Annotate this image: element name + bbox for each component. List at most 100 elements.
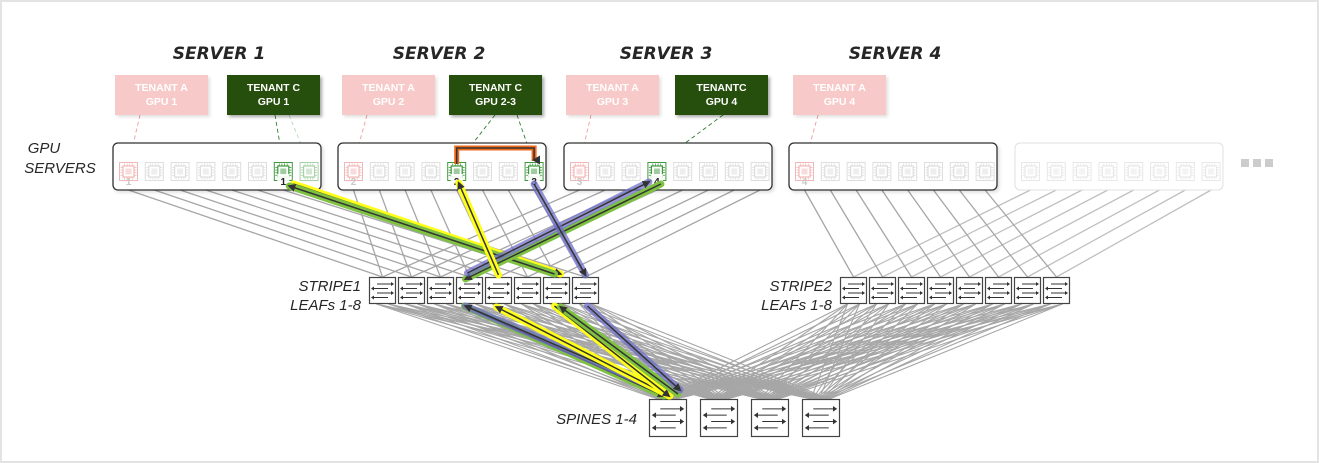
server-leaf-link — [829, 189, 884, 278]
switch-body — [699, 398, 739, 438]
switch-arrows-icon — [987, 282, 1010, 300]
gpu-chip-icon — [369, 162, 389, 181]
leaf-spine-link — [674, 303, 1034, 400]
switch-body — [801, 398, 841, 438]
stripe2-label-2: LEAFs 1-8 — [761, 297, 833, 314]
gpu-chip-icon — [395, 162, 415, 181]
spine-2 — [699, 398, 739, 438]
switch-body — [868, 276, 897, 305]
gpu-server-5 — [1014, 142, 1224, 191]
leaf-spine-link — [829, 303, 1063, 400]
tenant-box-bg — [449, 75, 542, 115]
leaf-spine-link — [775, 303, 1005, 400]
server-leaf-link — [378, 189, 413, 278]
gpu-chip-icon — [1021, 162, 1040, 181]
gpu-chip-icon — [222, 162, 242, 181]
leaf-spine-link — [533, 303, 725, 400]
switch-body — [750, 398, 790, 438]
tenant-box-bg — [342, 75, 435, 115]
switch-arrows-icon — [804, 406, 838, 431]
leaf-spine-link — [718, 303, 889, 400]
path-spine1-to-leaf7 — [557, 303, 682, 398]
gpu-chip-icon — [1175, 162, 1195, 181]
switch-arrows-icon — [900, 282, 923, 300]
switch-arrows-icon — [516, 282, 539, 300]
labels: GPU SERVERS STRIPE1 LEAFs 1-8 STRIPE2 LE… — [24, 140, 832, 428]
stripe1-label-1: STRIPE1 — [298, 278, 361, 295]
nvlink-path-gpu2-to-gpu3 — [454, 145, 541, 165]
gpu-chip-icon — [595, 162, 615, 181]
gpu-chip-icon — [949, 162, 969, 181]
leaf-spine-link — [663, 303, 964, 400]
gpu-chip-icon — [924, 162, 943, 181]
tenant-name: TENANT A — [135, 82, 188, 94]
gpu-chip-icon — [1201, 162, 1221, 181]
switch-body — [571, 276, 600, 305]
server-leaf-link — [154, 189, 412, 278]
gpu-chip-icon — [724, 162, 744, 181]
spine-3 — [750, 398, 790, 438]
leaf-spine-link — [388, 303, 667, 400]
gpu-chip-icon — [872, 162, 892, 181]
server-leaf-link — [1027, 189, 1186, 278]
switch-arrows-icon — [429, 282, 452, 300]
server-leaf-link — [128, 189, 383, 278]
leaf-spine-link — [724, 303, 1005, 400]
path-spine1-to-leaf5 — [493, 303, 674, 400]
leaf-spine-link — [667, 303, 889, 400]
gpu-server-2: 223 — [337, 142, 547, 191]
switch-arrows-icon — [1045, 282, 1068, 300]
leaf-spine-link — [665, 303, 860, 400]
server-chassis — [337, 142, 547, 191]
gpu-chip-icon — [846, 162, 866, 181]
gpu-chip-icon — [1072, 162, 1092, 181]
server-leaf-link — [231, 189, 499, 278]
tenant-name: TENANTC — [696, 82, 747, 94]
switch-arrows-icon — [1016, 282, 1039, 300]
switch-body — [426, 276, 455, 305]
leaf-spine-link — [376, 303, 659, 400]
server-title-1: SERVER 1 — [173, 44, 266, 64]
path-arrow — [586, 305, 682, 392]
gpu-chip-icon — [144, 162, 164, 181]
spine-4 — [801, 398, 841, 438]
leaf-spine-link — [727, 303, 1063, 400]
server-leaf-link — [507, 189, 558, 278]
tenant-box-a1: TENANT A GPU 1 — [115, 75, 208, 115]
tenant-gpu-connector — [274, 114, 284, 165]
switch-arrows-icon — [871, 282, 894, 300]
gpu-chip-icon — [1150, 162, 1169, 181]
more-dot — [1265, 159, 1273, 167]
server-leaf-link — [205, 189, 470, 278]
leaf-spine-link — [668, 303, 1051, 400]
gpu-number-label: 4 — [802, 177, 808, 188]
switch-body — [1042, 276, 1071, 305]
switch-arrows-icon — [545, 282, 568, 300]
gpu-number-label: 1 — [126, 177, 132, 188]
more-servers-indicator — [1241, 159, 1273, 167]
stripe1-leaf-7 — [542, 276, 571, 305]
leaf-spine-link — [821, 303, 1051, 400]
switch-arrows-icon — [929, 282, 952, 300]
leaf-spine-link — [670, 303, 947, 400]
switch-arrows-icon — [958, 282, 981, 300]
spines-label: SPINES 1-4 — [556, 411, 637, 428]
leaf-spine-link — [657, 303, 848, 400]
switches — [368, 276, 1071, 438]
stripe1-leaf-2 — [397, 276, 426, 305]
stripe2-leaf-8 — [1042, 276, 1071, 305]
tenant-gpu: GPU 1 — [258, 96, 290, 108]
leaf-spine-link — [719, 303, 918, 400]
more-dot — [1241, 159, 1249, 167]
tenant-gpu-connector — [579, 114, 592, 165]
leaf-spine-link — [434, 303, 662, 400]
server-leaf-link — [911, 189, 1083, 278]
server-leaf-link — [855, 189, 913, 278]
tenant-gpu: GPU 3 — [597, 96, 629, 108]
server-leaf-link — [958, 189, 1029, 278]
leaf-spine-link — [666, 303, 1022, 400]
tenant-gpu: GPU 1 — [146, 96, 178, 108]
stripe2-leaf-4 — [926, 276, 955, 305]
